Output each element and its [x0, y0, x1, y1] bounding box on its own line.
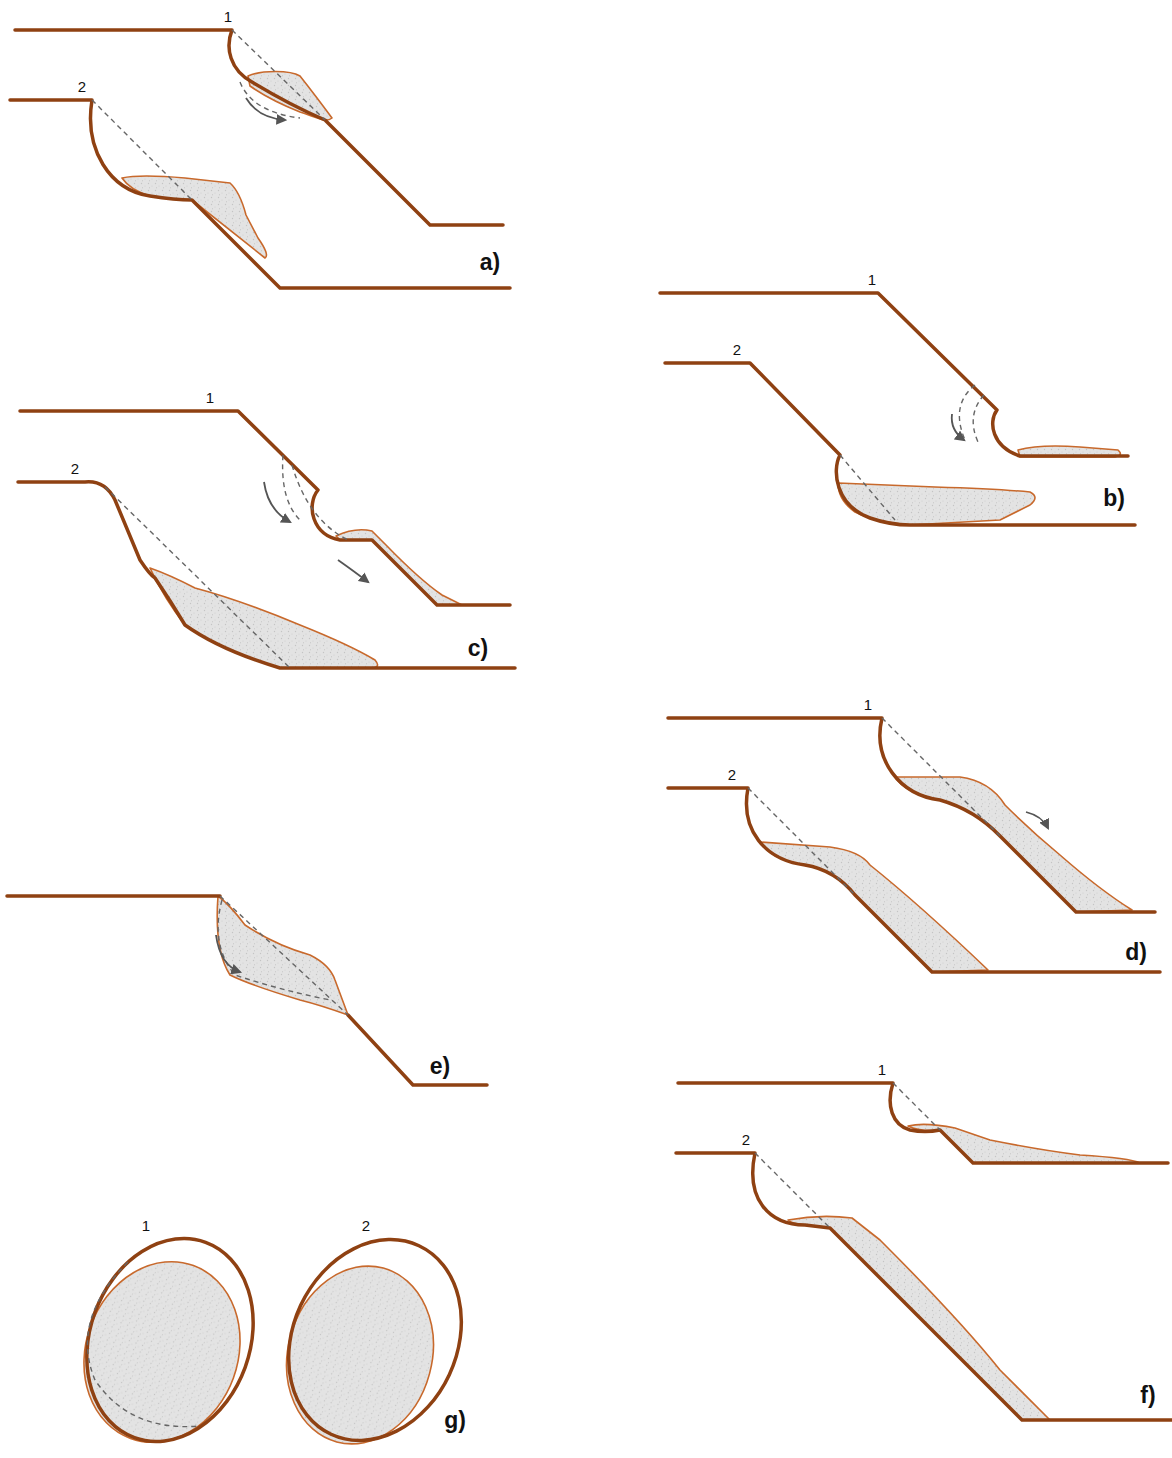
scar-outline — [257, 1211, 494, 1458]
ground-profile — [10, 100, 510, 288]
former-outline — [87, 1262, 200, 1427]
callout-number: 2 — [733, 342, 741, 357]
movement-arrow — [216, 935, 240, 972]
callout-number: 2 — [742, 1132, 750, 1147]
ground-profile — [15, 30, 503, 225]
callout-number: 1 — [206, 390, 214, 405]
callout-number: 1 — [142, 1218, 150, 1233]
panel-d — [668, 718, 1160, 972]
movement-arrow — [1026, 812, 1048, 828]
ground-profile — [668, 718, 1155, 912]
slip-surface — [218, 900, 330, 1000]
panel-letter: g) — [444, 1409, 466, 1432]
movement-arrow — [264, 482, 290, 522]
debris-mass — [908, 1124, 1140, 1163]
slip-surface — [240, 82, 300, 118]
movement-arrow — [952, 414, 964, 440]
panel-letter: e) — [430, 1055, 450, 1078]
former-slope — [882, 718, 1000, 836]
former-slope — [840, 455, 895, 520]
movement-arrow — [246, 98, 285, 120]
debris-plan — [59, 1240, 265, 1458]
callout-number: 2 — [362, 1218, 370, 1233]
former-slope — [92, 100, 192, 200]
panel-f — [676, 1083, 1172, 1420]
callout-number: 2 — [728, 767, 736, 782]
former-slope — [893, 1083, 940, 1130]
ground-profile — [18, 482, 515, 668]
callout-number: 2 — [78, 79, 86, 94]
ground-profile — [660, 293, 1128, 456]
callout-number: 1 — [868, 272, 876, 287]
slip-surface — [292, 465, 348, 540]
former-slope — [748, 788, 855, 895]
panel-g — [59, 1211, 493, 1458]
panel-b — [660, 293, 1135, 525]
panel-letter: c) — [468, 637, 488, 660]
panel-letter: d) — [1125, 941, 1147, 964]
slip-surface — [283, 455, 300, 520]
debris-plan — [267, 1249, 453, 1458]
ground-profile — [676, 1153, 1172, 1420]
callout-number: 1 — [878, 1062, 886, 1077]
panel-letter: b) — [1103, 487, 1125, 510]
ground-profile — [668, 788, 1160, 972]
panel-a — [10, 30, 510, 288]
ground-profile — [665, 363, 1135, 525]
former-slope — [232, 30, 325, 120]
slip-surface — [959, 385, 975, 440]
panel-letter: f) — [1140, 1384, 1155, 1407]
callout-number: 1 — [224, 9, 232, 24]
former-slope — [755, 1153, 830, 1228]
former-slope — [220, 896, 348, 1015]
ground-profile — [20, 411, 510, 605]
callout-number: 1 — [864, 697, 872, 712]
ground-profile — [678, 1083, 1168, 1163]
movement-arrow — [338, 560, 368, 582]
scar-outline — [59, 1215, 280, 1458]
debris-mass — [217, 896, 348, 1015]
panel-e — [7, 896, 487, 1085]
ground-profile — [7, 896, 487, 1085]
former-slope — [105, 487, 290, 668]
panel-letter: a) — [480, 251, 500, 274]
slip-surface — [973, 395, 984, 442]
debris-mass — [150, 568, 378, 668]
panel-c — [18, 411, 515, 668]
callout-number: 2 — [71, 461, 79, 476]
debris-mass — [122, 176, 266, 258]
